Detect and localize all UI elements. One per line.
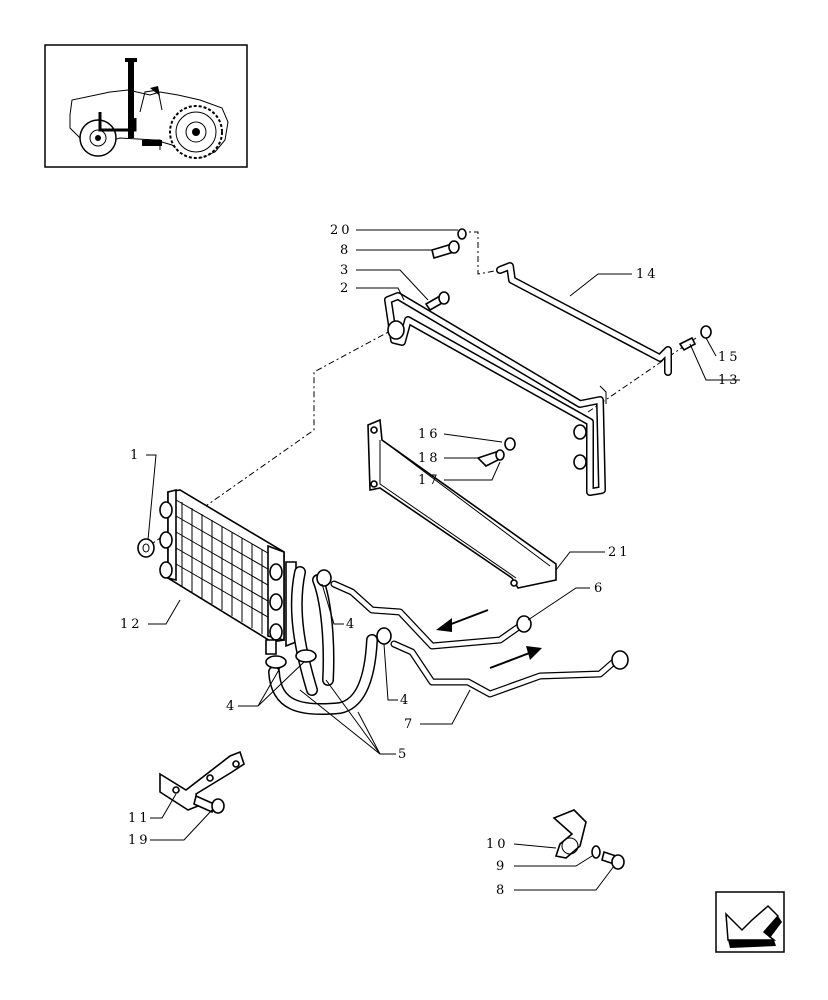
callout-11: 11 <box>128 811 151 826</box>
tractor-overview-icon <box>69 58 229 159</box>
callout-16: 16 <box>418 427 441 442</box>
callout-15: 15 <box>718 350 741 365</box>
part-6-pipe <box>330 580 532 650</box>
callout-6: 6 <box>594 581 605 596</box>
callout-12: 12 <box>120 617 143 632</box>
part-2-frame <box>384 292 607 496</box>
flow-arrows <box>436 609 542 669</box>
callout-4-right: 4 <box>400 693 411 708</box>
part-19-bolt <box>193 794 225 814</box>
part-9-washer <box>591 845 601 859</box>
callout-19: 19 <box>128 833 151 848</box>
part-7-pipe <box>390 640 629 698</box>
part-1-grommet <box>137 538 155 558</box>
callout-17: 17 <box>418 473 441 488</box>
callout-4-left: 4 <box>226 699 237 714</box>
callout-20: 20 <box>330 223 353 238</box>
callout-8-top: 8 <box>340 243 351 258</box>
part-20-washer <box>457 228 467 240</box>
part-3-bolt <box>424 291 450 312</box>
part-11-bracket <box>159 750 245 811</box>
callout-9: 9 <box>496 859 507 874</box>
part-8-bolt-top <box>431 240 460 260</box>
callout-10: 10 <box>486 837 509 852</box>
part-15-nut <box>700 325 712 339</box>
callout-3: 3 <box>340 263 351 278</box>
previous-page-button[interactable] <box>715 891 785 953</box>
callout-18: 18 <box>418 451 441 466</box>
part-16-nut <box>504 437 516 451</box>
leader-lines <box>146 229 740 891</box>
callout-5: 5 <box>398 747 409 762</box>
part-4-clamps <box>265 569 392 669</box>
part-14-upper-bracket <box>496 262 672 376</box>
tractor-thumbnail <box>44 44 248 168</box>
callout-21: 21 <box>608 545 631 560</box>
part-12-oil-cooler <box>159 488 297 655</box>
callout-8-bottom: 8 <box>496 883 507 898</box>
callout-2: 2 <box>340 281 351 296</box>
callout-4-upper: 4 <box>346 617 357 632</box>
previous-page-arrow-icon <box>725 904 782 948</box>
callout-14: 14 <box>636 267 659 282</box>
callout-1: 1 <box>130 448 141 463</box>
part-13-bolt <box>678 336 697 352</box>
callout-7: 7 <box>404 717 415 732</box>
part-5-hoses <box>268 566 378 716</box>
part-8-bolt-bottom <box>601 850 625 870</box>
part-21-lower-bracket <box>367 418 557 589</box>
part-10-clip <box>552 809 587 859</box>
alignment-lines <box>145 231 697 549</box>
part-18-wingbolt <box>476 449 505 467</box>
callout-13: 13 <box>718 373 741 388</box>
callout-labels: 20 8 3 2 14 15 13 1 16 18 17 21 6 12 4 4… <box>120 223 741 898</box>
